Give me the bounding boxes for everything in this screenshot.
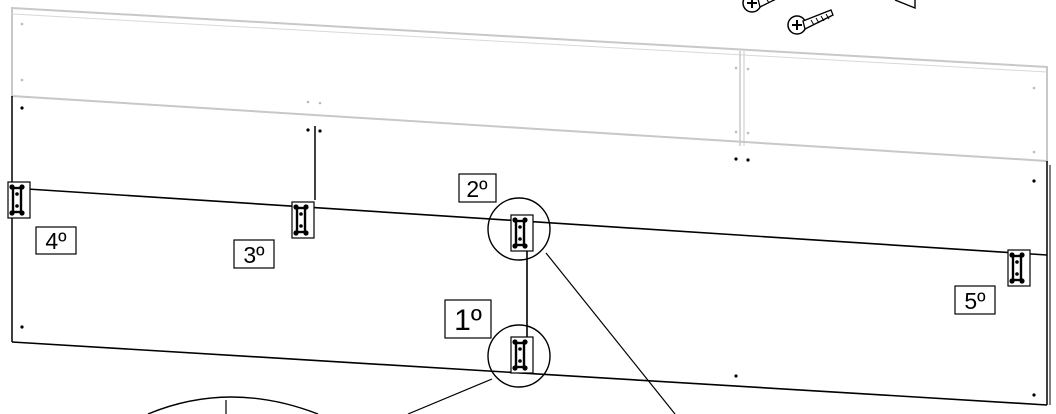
bracket-5 xyxy=(1006,248,1032,288)
bracket-4 xyxy=(6,180,32,220)
step-2-text: 2º xyxy=(466,176,488,202)
step-label-3: 3º xyxy=(233,239,275,269)
step-3-text: 3º xyxy=(243,242,265,268)
bracket-1 xyxy=(509,335,535,375)
step-label-2: 2º xyxy=(458,173,497,203)
step-4-text: 4º xyxy=(45,228,67,254)
step-label-1: 1º xyxy=(444,299,492,339)
step-label-4: 4º xyxy=(35,226,77,255)
wood-screw-icon xyxy=(742,0,916,35)
magnifier-icon xyxy=(407,197,676,414)
bracket-2 xyxy=(509,213,535,253)
step-label-5: 5º xyxy=(954,285,996,315)
bracket-3 xyxy=(290,200,316,240)
step-5-text: 5º xyxy=(964,288,986,314)
detail-view-arc xyxy=(147,396,319,414)
top-rail-panel xyxy=(11,6,1048,163)
step-1-text: 1º xyxy=(454,304,482,337)
